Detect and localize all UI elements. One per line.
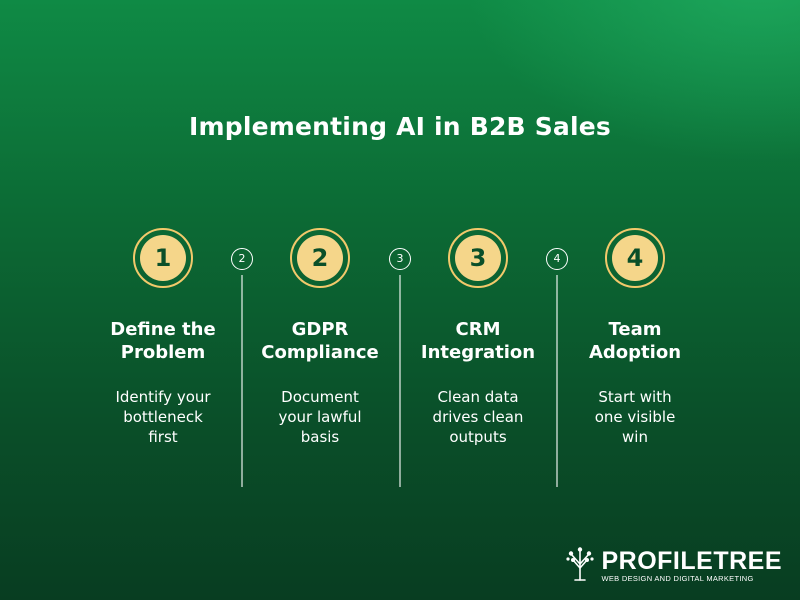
step-number-ring: 1 [133,228,193,288]
step-description-line: Start with [598,388,672,406]
tree-icon [565,546,595,586]
divider-line [556,275,558,487]
divider-number-badge: 2 [231,248,253,270]
step-description-line: Identify your [115,388,211,406]
divider-number-badge: 3 [389,248,411,270]
step-number-ring: 4 [605,228,665,288]
step-description-line: bottleneck [123,408,203,426]
step-heading-line: Define the [110,319,216,340]
step-description-line: Document [281,388,359,406]
step-number-ring: 3 [448,228,508,288]
step-number-badge: 3 [455,235,501,281]
step-4: 4 Team Adoption Start with one visible w… [565,228,705,447]
diagram-title: Implementing AI in B2B Sales [188,112,611,141]
step-1: 1 Define the Problem Identify your bottl… [93,228,233,447]
step-description-line: drives clean [432,408,524,426]
divider-line [241,275,243,487]
step-number-badge: 4 [612,235,658,281]
step-heading-line: CRM [455,319,501,340]
step-number-badge: 2 [297,235,343,281]
step-heading-line: Compliance [261,342,379,363]
step-heading: Team Adoption [565,318,705,364]
step-description-line: Clean data [437,388,519,406]
step-description: Clean data drives clean outputs [408,387,548,447]
step-description: Document your lawful basis [250,387,390,447]
brand-logo: PROFILETREE WEB DESIGN AND DIGITAL MARKE… [565,546,782,586]
step-2: 2 GDPR Compliance Document your lawful b… [250,228,390,447]
brand-tagline: WEB DESIGN AND DIGITAL MARKETING [601,574,754,583]
step-heading-line: Integration [420,342,536,363]
step-description: Start with one visible win [565,387,705,447]
step-description-line: outputs [449,428,507,446]
step-description-line: first [148,428,178,446]
step-heading: CRM Integration [408,318,548,364]
brand-name: PROFILETREE [601,547,782,575]
step-description-line: win [622,428,648,446]
step-description: Identify your bottleneck first [93,387,233,447]
step-heading-line: GDPR [291,319,349,340]
step-heading-line: Problem [120,342,206,363]
step-number-ring: 2 [290,228,350,288]
step-3: 3 CRM Integration Clean data drives clea… [408,228,548,447]
step-number-badge: 1 [140,235,186,281]
step-description-line: one visible [594,408,676,426]
step-heading-line: Team [608,319,662,340]
divider-number-badge: 4 [546,248,568,270]
step-heading: Define the Problem [93,318,233,364]
step-heading-line: Adoption [588,342,682,363]
step-description-line: basis [300,428,340,446]
step-heading: GDPR Compliance [250,318,390,364]
step-description-line: your lawful [278,408,362,426]
divider-line [399,275,401,487]
